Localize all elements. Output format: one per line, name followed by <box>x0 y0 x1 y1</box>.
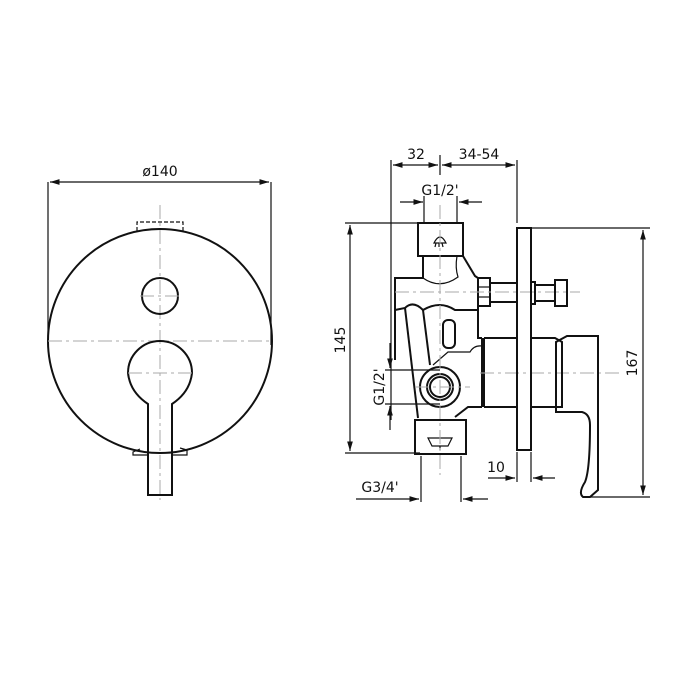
handle-lever <box>126 340 194 496</box>
height-167-label: 167 <box>625 350 641 377</box>
hidden-top-tab <box>136 221 184 231</box>
dim-34-54-label: 34-54 <box>459 147 500 163</box>
front-view: ø140 <box>47 164 273 500</box>
side-view: 32 34-54 G1/2' 145 G1/2' <box>333 147 650 502</box>
plate-thickness-label: 10 <box>487 460 505 476</box>
shower-head-icon <box>433 236 447 248</box>
top-thread-label: G1/2' <box>421 183 458 199</box>
height-145-dimension: 145 <box>333 222 420 454</box>
bottom-thread-dimension: G3/4' <box>356 456 488 502</box>
diameter-dimension: ø140 <box>47 164 272 345</box>
side-thread-label: G1/2' <box>372 368 388 405</box>
bottom-outlet-box <box>414 419 467 455</box>
wall-plate <box>516 227 532 451</box>
diameter-label: ø140 <box>142 164 177 180</box>
diverter-knob-side <box>530 279 568 307</box>
dim-32-label: 32 <box>407 147 425 163</box>
height-145-label: 145 <box>333 327 349 354</box>
plate-thickness-dimension: 10 <box>487 452 555 482</box>
handle-side <box>484 335 599 498</box>
valve-body <box>394 205 620 475</box>
bottom-thread-label: G3/4' <box>361 480 398 496</box>
height-167-dimension: 167 <box>531 227 650 498</box>
top-dimensions: 32 34-54 G1/2' <box>390 147 518 420</box>
